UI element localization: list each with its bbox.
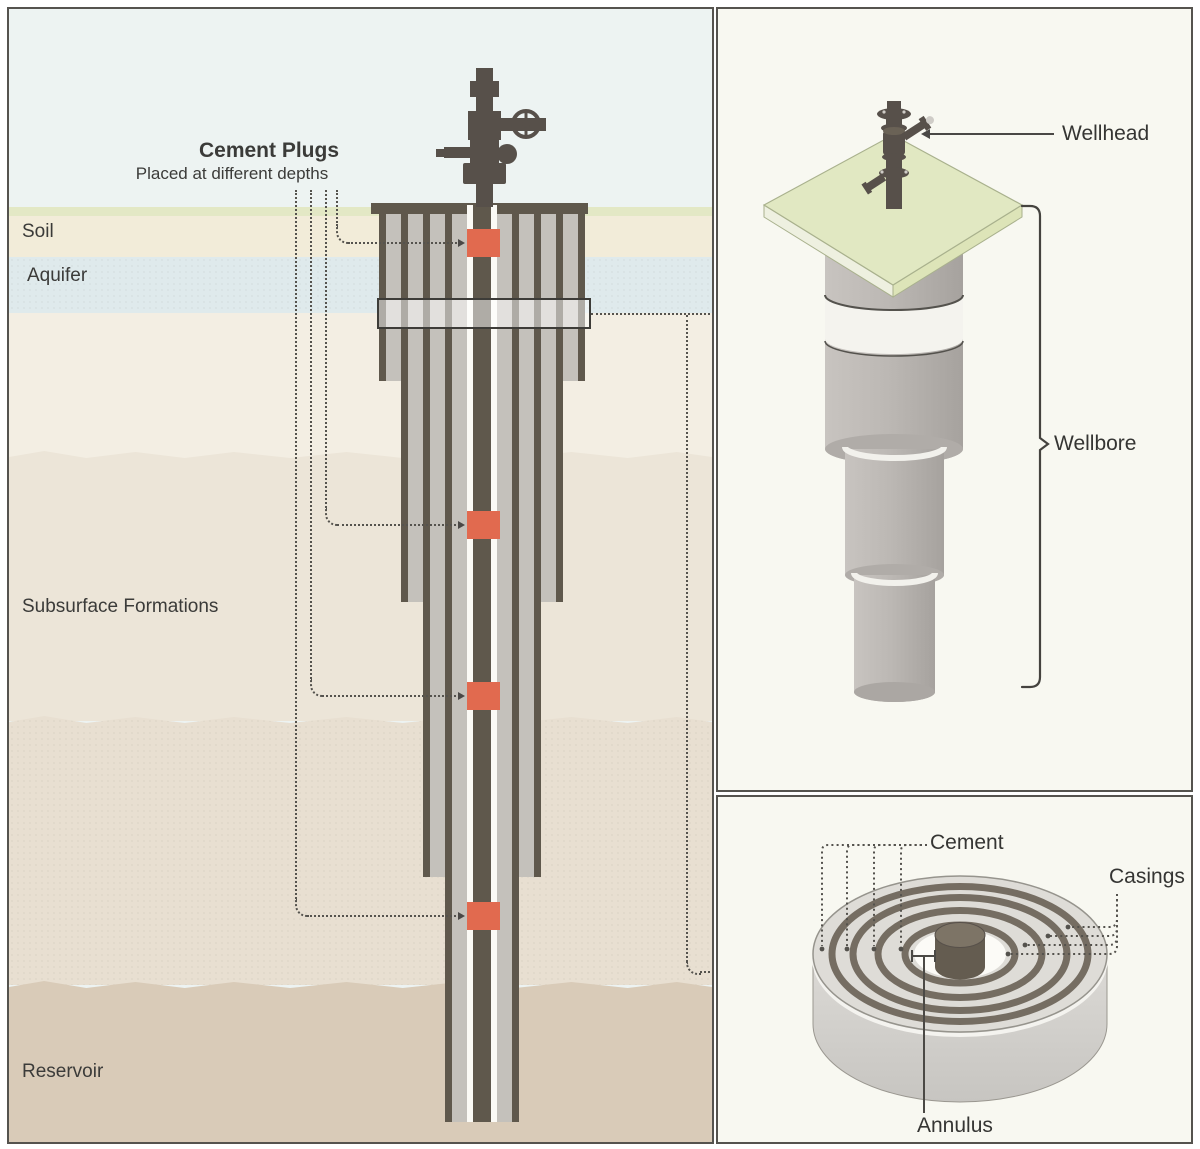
- annulus-gap: [467, 205, 473, 1122]
- cement-label: Cement: [930, 831, 1004, 854]
- casing-wall: [423, 214, 430, 877]
- cement-column: [408, 214, 423, 602]
- cement-column: [386, 214, 401, 381]
- formation-layer-1: [9, 313, 712, 464]
- casings-label: Casings: [1109, 865, 1185, 888]
- casing-wall: [512, 214, 519, 1122]
- sky-layer: [9, 9, 712, 207]
- subsurface-formations-label: Subsurface Formations: [22, 596, 219, 617]
- plug-leader-corner: [295, 899, 309, 917]
- cement-column: [452, 214, 467, 1122]
- plug-leader-line: [325, 190, 327, 508]
- plug-leader-line: [310, 190, 312, 679]
- plug-leader-arrow: [458, 912, 465, 920]
- cement-column: [563, 214, 578, 381]
- aquifer-layer: [9, 257, 712, 313]
- wellbore-3d-panel: Wellhead Wellbore: [716, 7, 1193, 792]
- plug-leader-corner: [325, 508, 339, 526]
- soil-label: Soil: [22, 221, 54, 242]
- plug-leader-line: [307, 915, 460, 917]
- casing-cross-section-drawing: [812, 844, 1118, 1113]
- plug-leader-line: [322, 695, 460, 697]
- casings-leader-lines: [1010, 894, 1118, 955]
- wellhead-3d-icon: [861, 101, 934, 209]
- page-title: Cement Plugs: [198, 139, 340, 162]
- wellbore-label: Wellbore: [1054, 432, 1137, 455]
- wellhead-silhouette: [436, 68, 546, 207]
- surface-green-layer: [9, 207, 712, 216]
- plug-leader-line: [337, 524, 460, 526]
- collar-ring: [825, 295, 963, 354]
- casing-wall: [556, 214, 563, 602]
- production-tubing: [473, 205, 491, 1122]
- formation-layer-2: [9, 451, 712, 721]
- casing-wall: [379, 214, 386, 381]
- well-cross-section-panel: [7, 7, 714, 1144]
- well-pad-platform: [762, 134, 1024, 298]
- tubing-3d: [934, 922, 986, 980]
- cement-leader-lines: [821, 844, 927, 946]
- plug-leader-corner: [310, 679, 324, 697]
- page-subtitle: Placed at different depths: [135, 164, 329, 183]
- cement-plug-1: [467, 229, 500, 257]
- plug-leader-arrow: [458, 239, 465, 247]
- cement-plug-4: [467, 902, 500, 930]
- plug-leader-arrow: [458, 692, 465, 700]
- section-leader-line: [686, 315, 688, 962]
- plug-leader-corner: [336, 226, 350, 244]
- reservoir-layer: [9, 981, 712, 1142]
- wellbore-cylinders: [824, 242, 964, 702]
- casing-wall: [578, 214, 585, 381]
- wellhead-leader-arrow: [921, 129, 930, 139]
- cement-column: [497, 214, 512, 1122]
- reservoir-label: Reservoir: [22, 1061, 104, 1082]
- plug-leader-arrow: [458, 521, 465, 529]
- wellbore-bracket: [1020, 204, 1050, 689]
- plug-leader-line: [336, 190, 338, 226]
- aquifer-label: Aquifer: [27, 265, 88, 286]
- wellhead-label: Wellhead: [1062, 122, 1150, 145]
- cement-plug-2: [467, 511, 500, 539]
- wellhead-leader-line: [930, 133, 1054, 135]
- annulus-label: Annulus: [917, 1114, 993, 1137]
- cement-plug-3: [467, 682, 500, 710]
- casing-wall: [401, 214, 408, 602]
- collar-leader-line: [591, 313, 822, 315]
- formation-layer-3: [9, 716, 712, 985]
- cement-column: [519, 214, 534, 877]
- casing-wall: [445, 214, 452, 1122]
- section-leader-corner: [686, 962, 702, 975]
- casing-wall: [534, 214, 541, 877]
- plug-leader-line: [348, 242, 460, 244]
- plug-leader-line: [295, 190, 297, 899]
- cement-column: [430, 214, 445, 877]
- wellbore-3d-drawing: [762, 101, 1050, 702]
- soil-layer: [9, 216, 712, 257]
- cement-column: [541, 214, 556, 602]
- casing-collar-highlight: [377, 298, 591, 329]
- annulus-leader: [911, 950, 936, 1113]
- casing-cross-section-panel: Cement Casings Annulus: [716, 795, 1193, 1144]
- annulus-gap: [491, 205, 497, 1122]
